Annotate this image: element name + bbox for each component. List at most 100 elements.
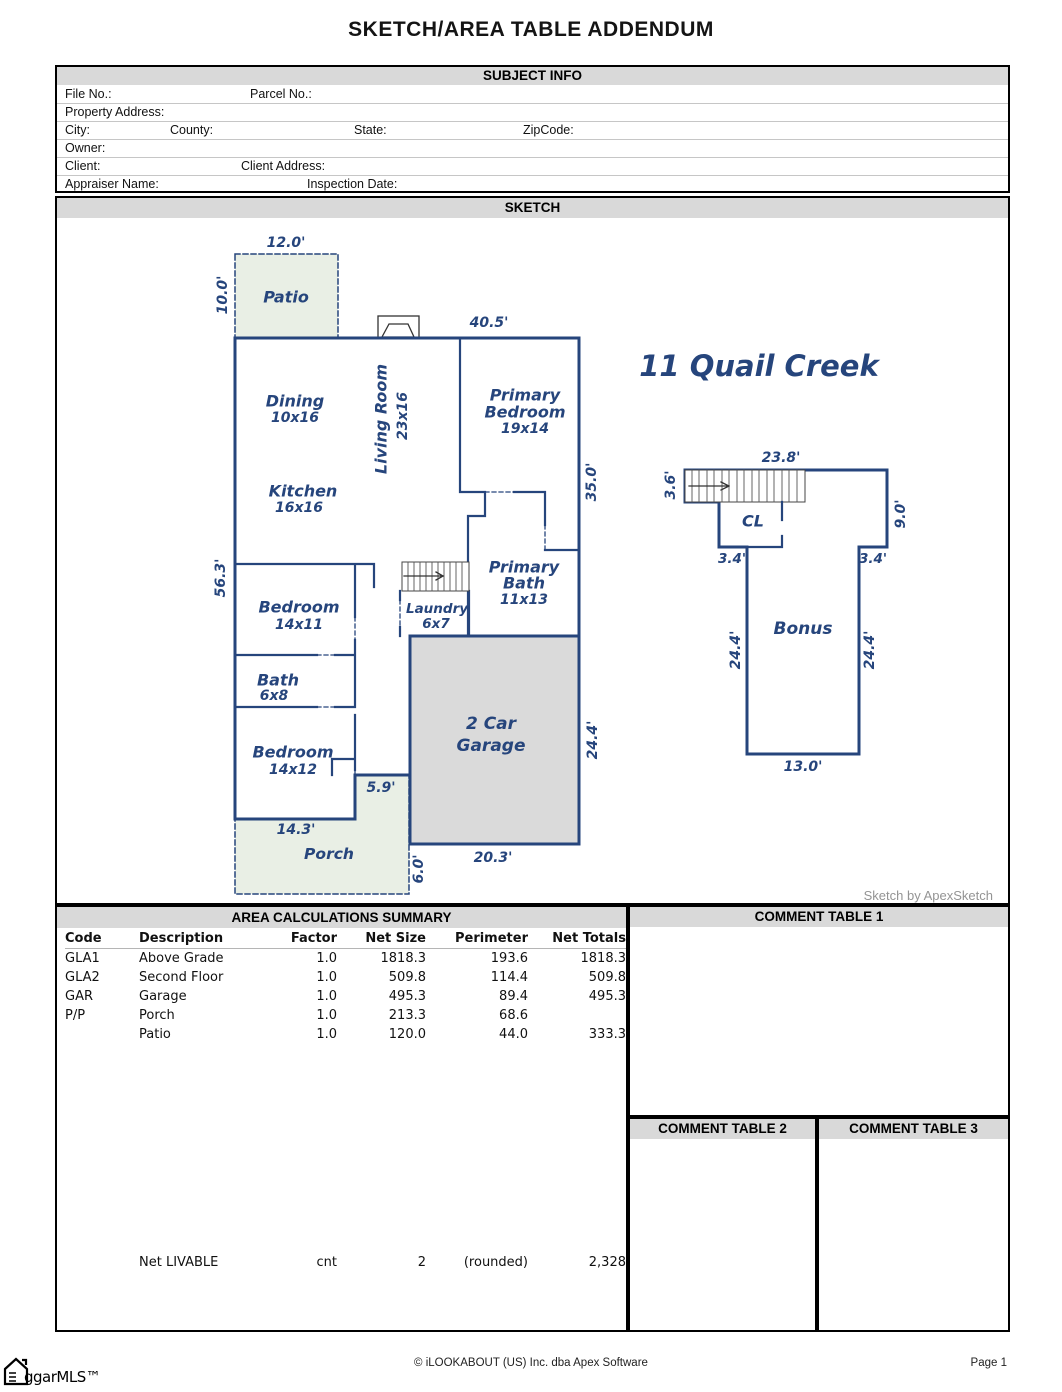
dim-bedroom-2: 14x12 bbox=[269, 762, 317, 778]
net-livable-rounded: (rounded) bbox=[463, 1255, 528, 1270]
dim-jog-left: 3.4' bbox=[717, 551, 747, 567]
house-logo-icon bbox=[3, 1357, 29, 1386]
label-bath: Bath bbox=[256, 670, 300, 690]
dim-primary-bedroom: 19x14 bbox=[501, 421, 549, 437]
label-bedroom-2: Bedroom bbox=[252, 742, 334, 762]
form-row: City: County: State: ZipCode: bbox=[57, 121, 1008, 140]
sketch-box: SKETCH bbox=[55, 196, 1010, 905]
parcel-no-label: Parcel No.: bbox=[250, 87, 312, 101]
dim-dining: 10x16 bbox=[271, 410, 319, 426]
table-cell: Garage bbox=[139, 989, 187, 1004]
fireplace bbox=[377, 315, 420, 339]
sketch-header: SKETCH bbox=[57, 198, 1008, 218]
table-cell: P/P bbox=[65, 1008, 86, 1023]
net-livable-factor: cnt bbox=[316, 1255, 337, 1270]
table-cell: GLA1 bbox=[65, 951, 100, 966]
form-row: Client: Client Address: bbox=[57, 157, 1008, 176]
dim-garage-width: 20.3' bbox=[473, 850, 513, 866]
dim-kitchen: 16x16 bbox=[275, 500, 323, 516]
area-calculations-box: AREA CALCULATIONS SUMMARY Code Descripti… bbox=[55, 905, 628, 1332]
patio-area bbox=[234, 253, 339, 339]
table-cell: 193.6 bbox=[490, 951, 528, 966]
table-cell: Patio bbox=[139, 1027, 171, 1042]
label-primary-bath-2: Bath bbox=[502, 573, 546, 593]
door-dashes bbox=[316, 491, 783, 800]
dim-porch-width: 14.3' bbox=[276, 822, 316, 838]
label-primary-bath: Primary bbox=[488, 557, 560, 577]
mls-logo: ggarMLS™ bbox=[2, 1356, 101, 1386]
table-cell: 1.0 bbox=[316, 989, 337, 1004]
dim-living-room: 23x16 bbox=[395, 392, 411, 440]
area-table-column-headers: Code Description Factor Net Size Perimet… bbox=[57, 929, 634, 949]
label-bonus: Bonus bbox=[773, 619, 833, 639]
sketch-credit: Sketch by ApexSketch bbox=[863, 888, 993, 903]
dim-left-height: 56.3' bbox=[213, 558, 229, 598]
dim-jog-right: 3.4' bbox=[858, 551, 888, 567]
col-description: Description bbox=[139, 929, 265, 949]
mls-logo-text: ggarMLS™ bbox=[24, 1368, 101, 1386]
owner-label: Owner: bbox=[65, 141, 106, 155]
form-row: File No.: Parcel No.: bbox=[57, 85, 1008, 104]
net-livable-total: 2,328 bbox=[588, 1255, 626, 1270]
client-address-label: Client Address: bbox=[241, 159, 326, 173]
table-cell: 89.4 bbox=[499, 989, 528, 1004]
table-cell: 114.4 bbox=[490, 970, 528, 985]
footer-copyright: © iLOOKABOUT (US) Inc. dba Apex Software bbox=[414, 1357, 648, 1369]
col-factor: Factor bbox=[265, 929, 337, 949]
table-cell: 213.3 bbox=[388, 1008, 426, 1023]
table-cell: Second Floor bbox=[139, 970, 224, 985]
form-row: Owner: bbox=[57, 139, 1008, 158]
dim-bonus-left: 24.4' bbox=[728, 630, 744, 670]
label-kitchen: Kitchen bbox=[268, 481, 338, 501]
table-cell: 1.0 bbox=[316, 1008, 337, 1023]
net-livable-label: Net LIVABLE bbox=[139, 1255, 219, 1270]
plan-title: 11 Quail Creek bbox=[639, 349, 879, 383]
closet-walls bbox=[745, 500, 784, 549]
col-code: Code bbox=[65, 929, 139, 949]
comment-table-2: COMMENT TABLE 2 bbox=[628, 1117, 817, 1332]
table-cell: 495.3 bbox=[388, 989, 426, 1004]
label-primary-bedroom: Primary bbox=[489, 385, 561, 405]
table-cell: 495.3 bbox=[588, 989, 626, 1004]
table-cell: 1.0 bbox=[316, 1027, 337, 1042]
interior-walls bbox=[233, 336, 581, 821]
comment-table-1-header: COMMENT TABLE 1 bbox=[630, 907, 1008, 927]
table-cell: 1818.3 bbox=[380, 951, 427, 966]
table-cell: Above Grade bbox=[139, 951, 224, 966]
table-cell bbox=[528, 1006, 626, 1025]
property-address-label: Property Address: bbox=[65, 105, 165, 119]
dim-step: 5.9' bbox=[366, 780, 396, 796]
label-porch: Porch bbox=[304, 845, 354, 863]
dim-patio-width: 12.0' bbox=[266, 235, 306, 251]
label-laundry: Laundry bbox=[405, 601, 469, 617]
appraiser-name-label: Appraiser Name: bbox=[65, 177, 159, 191]
garage-area bbox=[408, 634, 581, 846]
table-row: GAR Garage 1.0 495.3 89.4 495.3 bbox=[57, 987, 626, 1006]
table-cell: 1818.3 bbox=[580, 951, 627, 966]
area-calculations-header: AREA CALCULATIONS SUMMARY bbox=[57, 907, 626, 928]
table-cell: 333.3 bbox=[588, 1027, 626, 1042]
client-label: Client: bbox=[65, 159, 101, 173]
table-cell: 509.8 bbox=[388, 970, 426, 985]
comment-table-2-header: COMMENT TABLE 2 bbox=[630, 1119, 815, 1139]
county-label: County: bbox=[170, 123, 214, 137]
table-cell: GAR bbox=[65, 989, 93, 1004]
dim-stairs-height: 3.6' bbox=[663, 470, 679, 500]
subject-info-header: SUBJECT INFO bbox=[57, 67, 1008, 85]
dim-bonus-width: 13.0' bbox=[783, 759, 823, 775]
net-livable-row: Net LIVABLE cnt 2 (rounded) 2,328 bbox=[57, 1253, 634, 1272]
col-perimeter: Perimeter bbox=[426, 929, 528, 949]
state-label: State: bbox=[354, 123, 387, 137]
inspection-date-label: Inspection Date: bbox=[307, 177, 398, 191]
col-net-size: Net Size bbox=[337, 929, 426, 949]
dim-stairs-width: 23.8' bbox=[761, 450, 801, 466]
dim-porch-height: 6.0' bbox=[411, 854, 427, 884]
label-patio: Patio bbox=[263, 287, 309, 307]
table-cell bbox=[65, 1025, 139, 1044]
dim-bath: 6x8 bbox=[259, 688, 289, 704]
